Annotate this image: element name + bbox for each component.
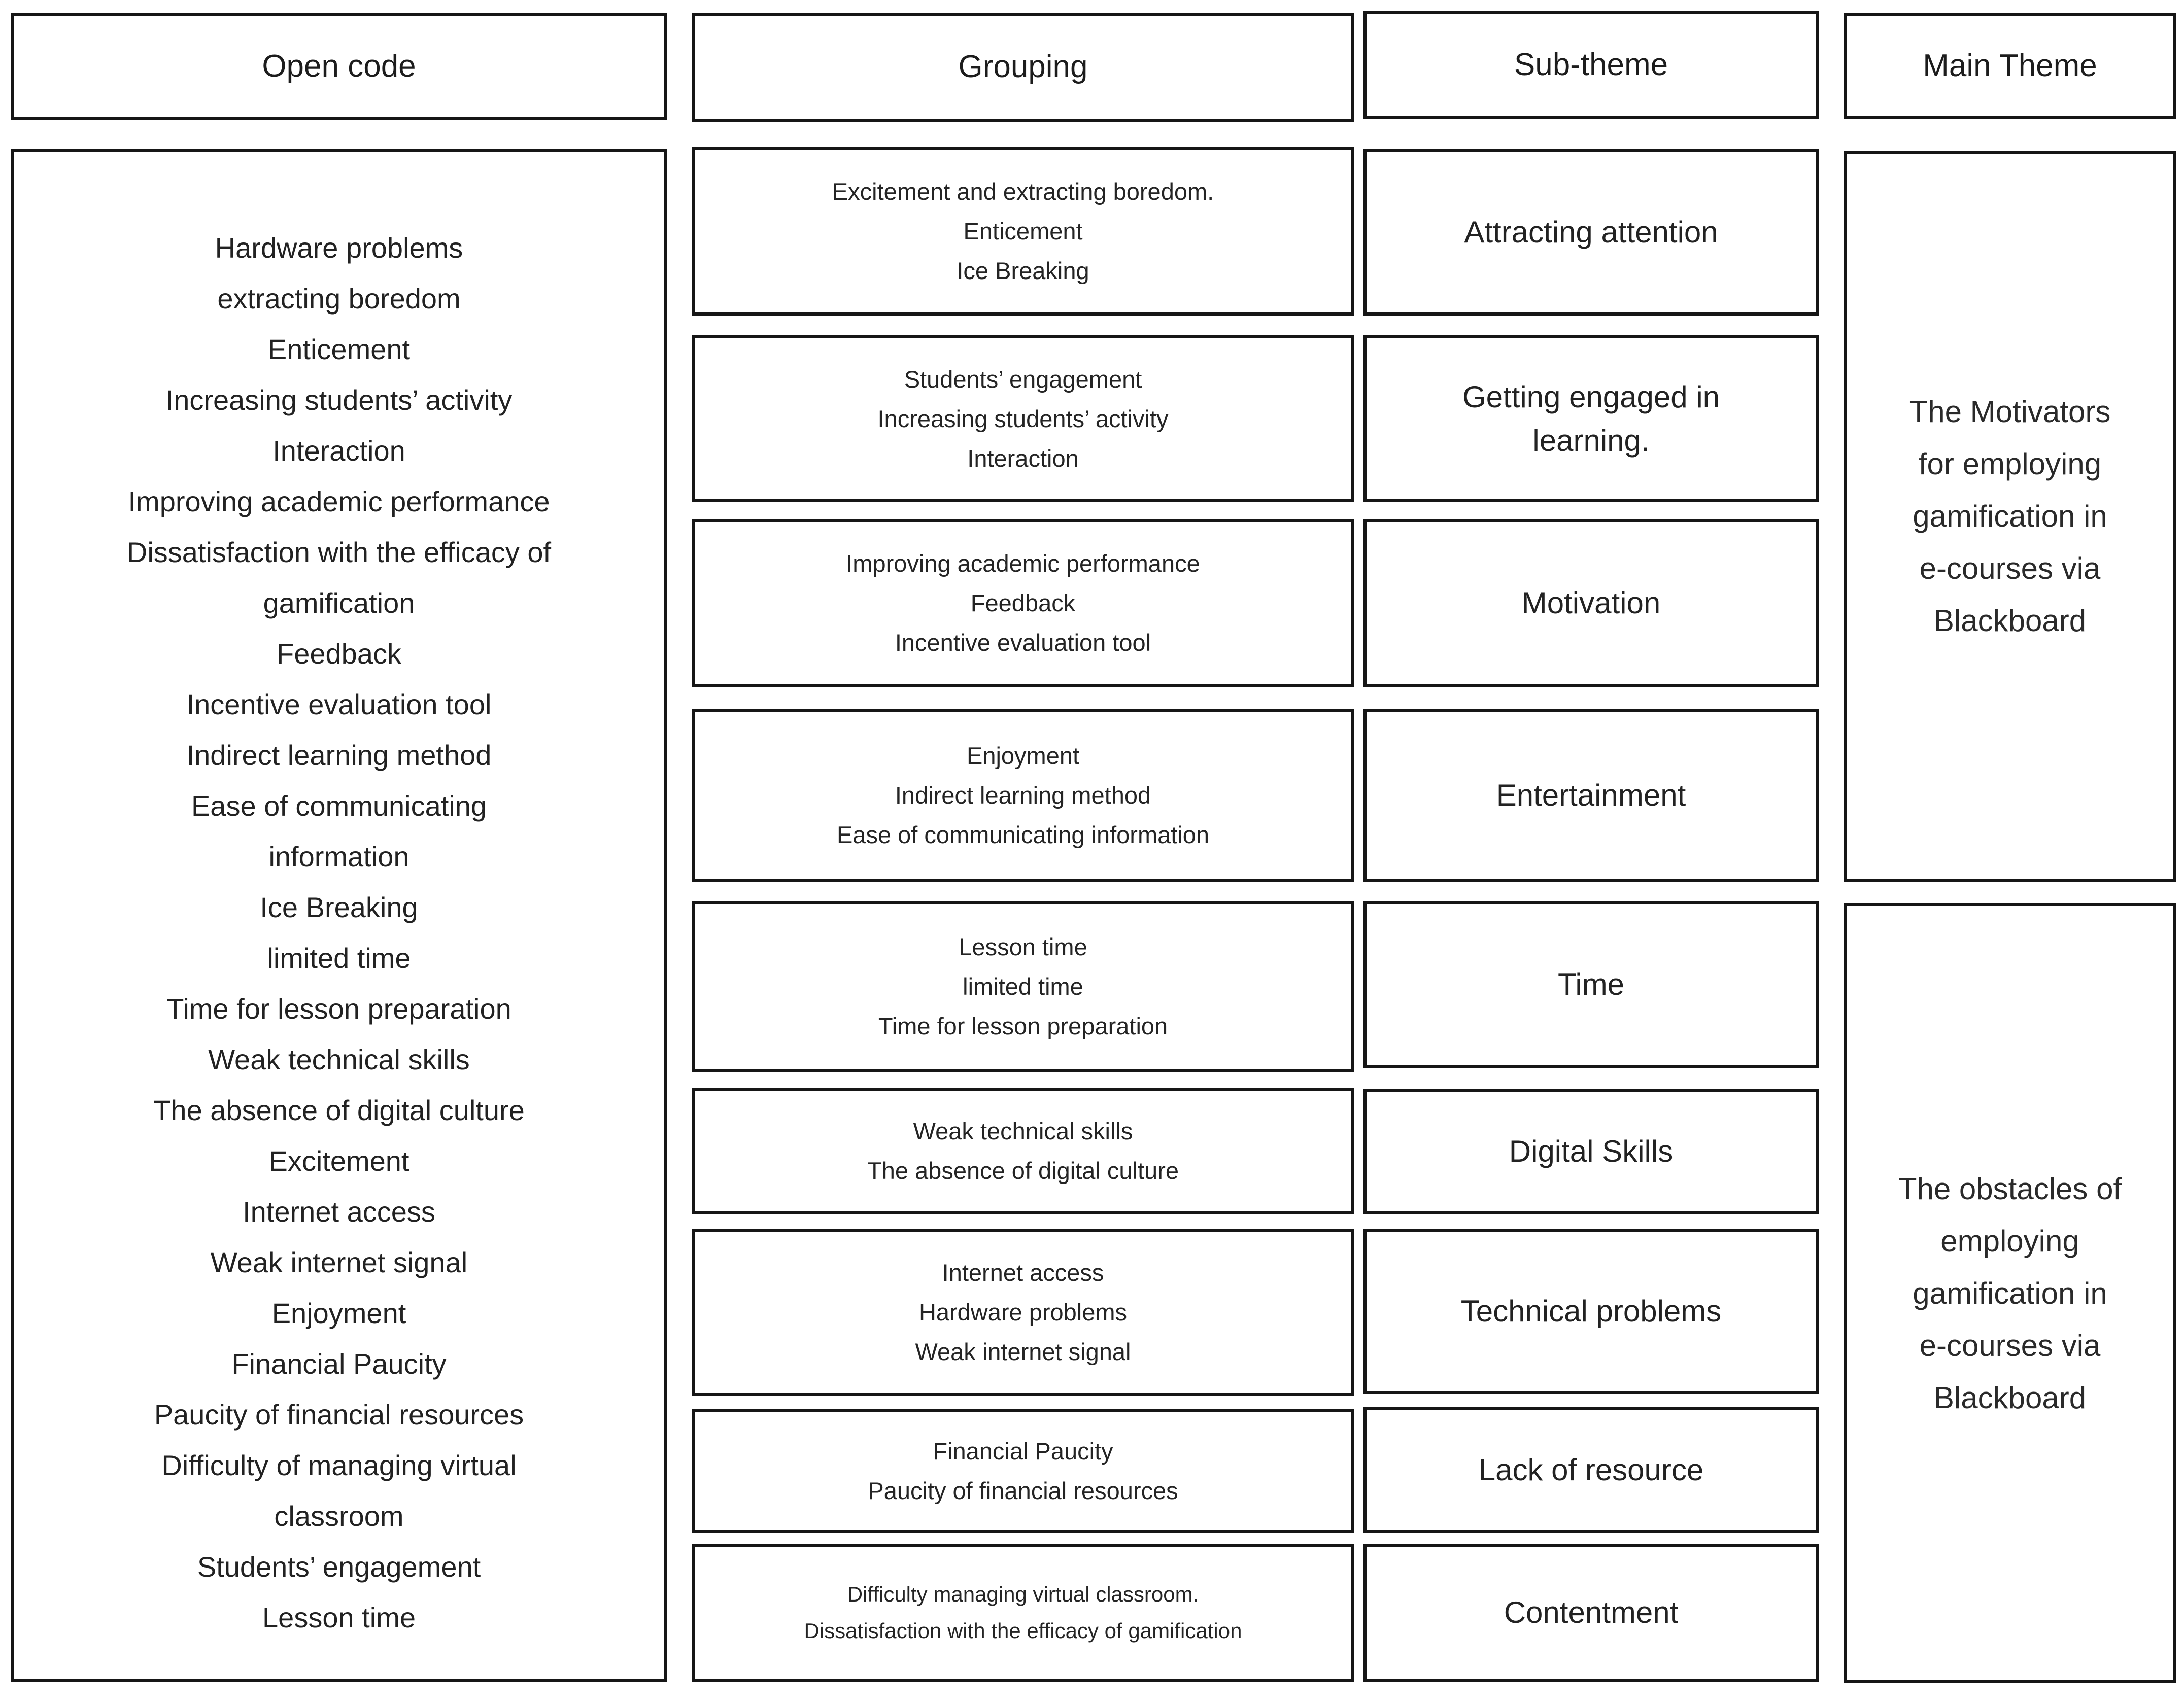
- grouping-line: Weak technical skills: [913, 1118, 1133, 1144]
- open-code-item: Weak internet signal: [210, 1246, 468, 1278]
- grouping-line: Incentive evaluation tool: [895, 629, 1151, 656]
- grouping-line: Difficulty managing virtual classroom.: [847, 1582, 1199, 1606]
- grouping-box: Lesson time limited time Time for lesson…: [692, 901, 1354, 1072]
- open-code-item: extracting boredom: [217, 283, 461, 315]
- grouping-box: Improving academic performance Feedback …: [692, 519, 1354, 687]
- grouping-line: Improving academic performance: [846, 550, 1200, 577]
- grouping-line: Increasing students’ activity: [877, 405, 1169, 432]
- grouping-box: Financial Paucity Paucity of financial r…: [692, 1409, 1354, 1533]
- grouping-line: Weak internet signal: [915, 1338, 1131, 1365]
- main-theme-box: The obstacles of employing gamification …: [1844, 903, 2176, 1683]
- sub-theme-box: Entertainment: [1363, 709, 1819, 882]
- open-code-list: Hardware problems extracting boredom Ent…: [11, 149, 667, 1682]
- grouping-line: Enticement: [963, 218, 1083, 245]
- open-code-item: Difficulty of managing virtual classroom: [161, 1449, 517, 1532]
- grouping-box: Weak technical skills The absence of dig…: [692, 1088, 1354, 1214]
- grouping-box: Internet access Hardware problems Weak i…: [692, 1229, 1354, 1396]
- open-code-item: Improving academic performance: [128, 485, 550, 517]
- open-code-item: The absence of digital culture: [153, 1094, 525, 1126]
- grouping-box: Excitement and extracting boredom. Entic…: [692, 147, 1354, 316]
- grouping-line: limited time: [963, 973, 1083, 1000]
- column-header-grouping: Grouping: [692, 13, 1354, 122]
- sub-theme-box: Contentment: [1363, 1544, 1819, 1682]
- grouping-line: Ice Breaking: [957, 257, 1089, 284]
- sub-theme-box: Lack of resource: [1363, 1407, 1819, 1533]
- open-code-item: Increasing students’ activity: [165, 384, 513, 416]
- grouping-line: Financial Paucity: [933, 1437, 1113, 1465]
- grouping-line: Ease of communicating information: [836, 821, 1210, 848]
- open-code-item: Excitement: [268, 1145, 410, 1177]
- open-code-item: Enticement: [267, 333, 411, 365]
- sub-theme-box: Getting engaged in learning.: [1363, 335, 1819, 502]
- open-code-item: Interaction: [272, 435, 405, 467]
- open-code-item: Enjoyment: [271, 1297, 406, 1329]
- open-code-item: Incentive evaluation tool: [186, 688, 492, 720]
- column-header-main-theme: Main Theme: [1844, 13, 2176, 119]
- open-code-item: Students’ engagement: [197, 1551, 481, 1583]
- grouping-line: Time for lesson preparation: [878, 1013, 1168, 1039]
- open-code-item: Feedback: [277, 638, 401, 670]
- sub-theme-box: Attracting attention: [1363, 149, 1819, 316]
- open-code-item: Indirect learning method: [186, 739, 492, 771]
- grouping-line: Students’ engagement: [904, 365, 1142, 393]
- grouping-line: Internet access: [942, 1259, 1104, 1286]
- open-code-item: Ice Breaking: [260, 891, 418, 923]
- grouping-line: Lesson time: [959, 933, 1087, 960]
- sub-theme-box: Digital Skills: [1363, 1089, 1819, 1214]
- sub-theme-box: Motivation: [1363, 519, 1819, 687]
- open-code-item: Ease of communicating information: [191, 790, 487, 873]
- column-header-open-code: Open code: [11, 13, 667, 120]
- grouping-box: Enjoyment Indirect learning method Ease …: [692, 709, 1354, 882]
- sub-theme-box: Technical problems: [1363, 1229, 1819, 1394]
- grouping-line: Indirect learning method: [895, 781, 1151, 809]
- grouping-line: Excitement and extracting boredom.: [832, 178, 1214, 205]
- open-code-item: Lesson time: [262, 1602, 416, 1633]
- open-code-item: Financial Paucity: [231, 1348, 447, 1380]
- column-header-sub-theme: Sub-theme: [1363, 11, 1819, 119]
- grouping-line: Hardware problems: [918, 1299, 1128, 1326]
- open-code-item: limited time: [267, 942, 411, 974]
- grouping-box: Students’ engagement Increasing students…: [692, 335, 1354, 502]
- open-code-item: Time for lesson preparation: [166, 993, 511, 1025]
- grouping-line: Paucity of financial resources: [868, 1477, 1178, 1504]
- grouping-box: Difficulty managing virtual classroom. D…: [692, 1544, 1354, 1682]
- grouping-line: Feedback: [970, 589, 1076, 616]
- open-code-item: Paucity of financial resources: [154, 1399, 524, 1431]
- grouping-line: Interaction: [967, 444, 1079, 472]
- grouping-line: Enjoyment: [966, 742, 1080, 769]
- open-code-item: Dissatisfaction with the efficacy of gam…: [126, 536, 552, 619]
- sub-theme-box: Time: [1363, 901, 1819, 1068]
- open-code-item: Hardware problems: [215, 232, 463, 264]
- grouping-line: The absence of digital culture: [867, 1157, 1179, 1184]
- main-theme-box: The Motivators for employing gamificatio…: [1844, 151, 2176, 882]
- open-code-item: Internet access: [243, 1196, 435, 1228]
- open-code-item: Weak technical skills: [208, 1043, 470, 1075]
- grouping-line: Dissatisfaction with the efficacy of gam…: [804, 1619, 1242, 1643]
